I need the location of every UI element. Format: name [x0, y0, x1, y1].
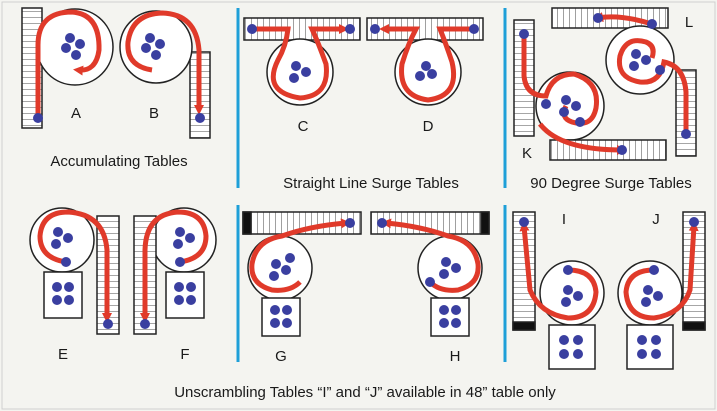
- table-base-box: [548, 324, 596, 370]
- conveyor-end-block: [480, 211, 490, 235]
- red-flow-arrow-icon: [140, 209, 209, 323]
- round-turntable-icon: [266, 38, 334, 106]
- red-flow-arrow-icon: [250, 24, 349, 101]
- conveyor-end-block: [242, 211, 252, 235]
- label-k: K: [522, 145, 532, 162]
- caption-straight-line: Straight Line Surge Tables: [283, 175, 459, 192]
- label-a: A: [71, 105, 81, 122]
- conveyor-end-block: [512, 321, 536, 331]
- red-flow-arrow-icon: [125, 10, 204, 115]
- label-f: F: [180, 346, 189, 363]
- unscrambling-ef-panel: [29, 207, 217, 335]
- ninety-degree-surge-panel: [513, 7, 697, 161]
- red-flow-arrow-icon: [379, 24, 472, 103]
- red-flow-arrow-icon: [37, 209, 112, 323]
- red-flow-arrow-icon: [623, 221, 699, 321]
- label-e: E: [58, 346, 68, 363]
- table-base-box: [165, 271, 205, 319]
- caption-ninety-degree: 90 Degree Surge Tables: [530, 175, 692, 192]
- label-b: B: [149, 105, 159, 122]
- label-j: J: [652, 211, 660, 228]
- red-flow-arrow-icon: [249, 218, 351, 293]
- table-base-box: [261, 297, 301, 337]
- red-flow-arrow-icon: [521, 34, 622, 150]
- red-flow-arrow-icon: [519, 221, 599, 321]
- conveyor-end-block: [682, 321, 706, 331]
- table-base-box: [430, 297, 470, 337]
- red-flow-arrow-icon: [35, 9, 102, 118]
- red-flow-arrow-icon: [381, 218, 481, 293]
- label-c: C: [298, 118, 309, 135]
- footer-note: Unscrambling Tables “I” and “J” availabl…: [174, 384, 556, 401]
- label-i: I: [562, 211, 566, 228]
- label-l: L: [685, 14, 693, 31]
- label-d: D: [423, 118, 434, 135]
- container-dots: [33, 13, 699, 359]
- table-base-box: [43, 271, 83, 319]
- table-base-box: [626, 324, 674, 370]
- accumulating-tables-panel: [21, 7, 211, 139]
- unscrambling-gh-panel: [242, 211, 490, 337]
- label-h: H: [450, 348, 461, 365]
- label-g: G: [275, 348, 287, 365]
- caption-accumulating: Accumulating Tables: [50, 153, 187, 170]
